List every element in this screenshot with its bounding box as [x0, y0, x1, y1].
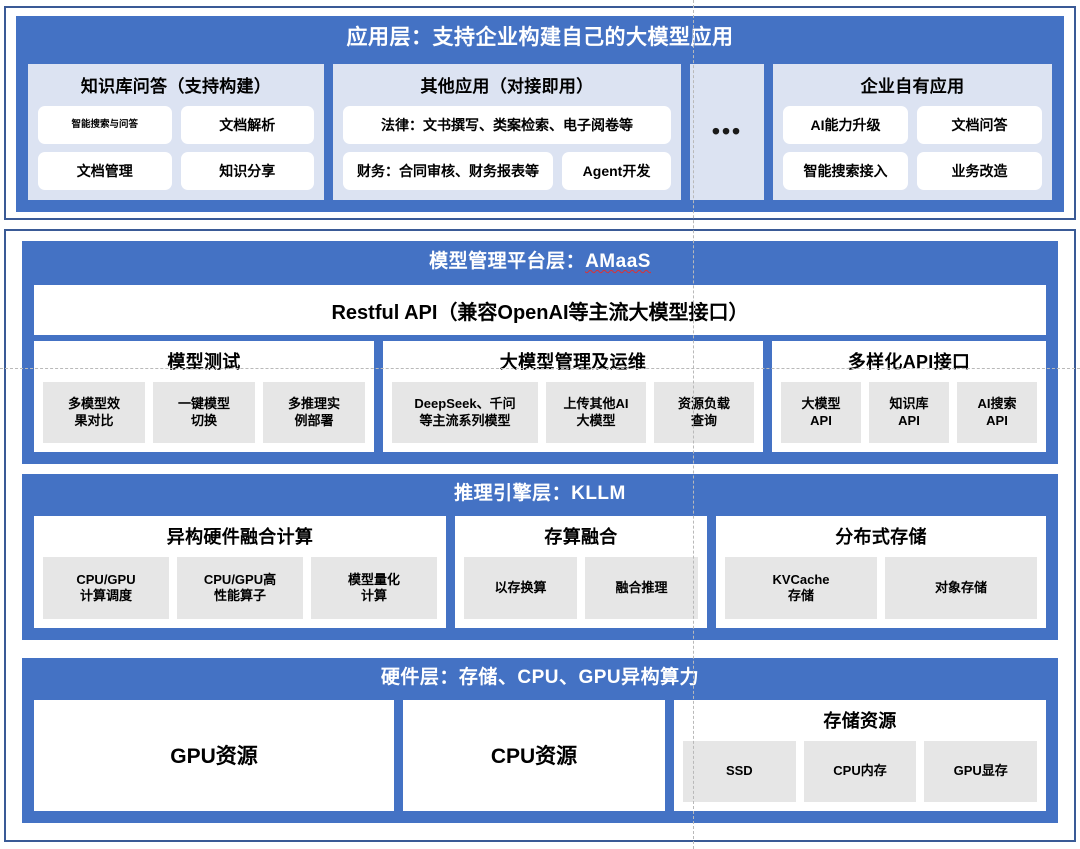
app-column-other-applications[interactable]: 其他应用（对接即用） 法律：文书撰写、类案检索、电子阅卷等 财务：合同审核、财务… — [333, 64, 681, 200]
card-storage-compute-fusion[interactable]: 存算融合 以存换算 融合推理 — [455, 516, 707, 628]
chip-model-quantization-compute[interactable]: 模型量化 计算 — [311, 557, 437, 619]
model-platform-title-prefix: 模型管理平台层： — [429, 251, 586, 272]
application-layer-title: 应用层：支持企业构建自己的大模型应用 — [346, 26, 734, 49]
chip-knowledge-base-api[interactable]: 知识库 API — [869, 382, 949, 443]
chip-gpu-vram[interactable]: GPU显存 — [924, 741, 1038, 802]
model-platform-layer-panel: 模型管理平台层：AMaaS Restful API（兼容OpenAI等主流大模型… — [22, 241, 1058, 464]
app-chip-ai-capability-upgrade[interactable]: AI能力升级 — [783, 106, 908, 144]
chip-row: 大模型 API 知识库 API AI搜索 API — [781, 382, 1037, 443]
app-chip-agent-development[interactable]: Agent开发 — [562, 152, 671, 190]
app-chip-row: 法律：文书撰写、类案检索、电子阅卷等 — [343, 106, 671, 144]
app-chip-row: AI能力升级 文档问答 — [783, 106, 1042, 144]
card-title-distributed-storage: 分布式存储 — [835, 527, 927, 547]
label-cpu-resource: CPU资源 — [490, 744, 578, 768]
chip-multi-model-comparison[interactable]: 多模型效 果对比 — [43, 382, 145, 443]
card-diverse-api[interactable]: 多样化API接口 大模型 API 知识库 API AI搜索 API — [772, 341, 1046, 452]
app-chip-finance[interactable]: 财务：合同审核、财务报表等 — [343, 152, 553, 190]
chip-upload-other-ai-models[interactable]: 上传其他AI 大模型 — [546, 382, 646, 443]
card-title-model-test: 模型测试 — [167, 352, 241, 372]
chip-storage-for-compute[interactable]: 以存换算 — [464, 557, 577, 619]
chip-cpu-memory[interactable]: CPU内存 — [803, 741, 917, 802]
application-layer-panel: 应用层：支持企业构建自己的大模型应用 知识库问答（支持构建） 智能搜索与问答 文… — [16, 16, 1064, 212]
chip-cpu-gpu-scheduling[interactable]: CPU/GPU 计算调度 — [43, 557, 169, 619]
chip-ai-search-api[interactable]: AI搜索 API — [957, 382, 1037, 443]
app-column-title-other-applications: 其他应用（对接即用） — [420, 77, 594, 96]
app-chip-legal[interactable]: 法律：文书撰写、类案检索、电子阅卷等 — [343, 106, 671, 144]
chip-row: CPU/GPU 计算调度 CPU/GPU高 性能算子 模型量化 计算 — [43, 557, 437, 619]
chip-row: 以存换算 融合推理 — [464, 557, 698, 619]
app-chip-smart-search-qa[interactable]: 智能搜索与问答 — [38, 106, 172, 144]
chip-fusion-inference[interactable]: 融合推理 — [585, 557, 698, 619]
model-platform-title-amaas: AMaaS — [585, 251, 651, 272]
model-platform-layer-title: 模型管理平台层：AMaaS — [22, 241, 1058, 283]
chip-resource-load-query[interactable]: 资源负载 查询 — [654, 382, 754, 443]
chip-ssd[interactable]: SSD — [683, 741, 796, 802]
app-chip-document-parsing[interactable]: 文档解析 — [180, 106, 314, 144]
app-chip-row: 财务：合同审核、财务报表等 Agent开发 — [343, 152, 671, 190]
restful-api-bar[interactable]: Restful API（兼容OpenAI等主流大模型接口） — [34, 285, 1046, 335]
app-chip-row: 文档管理 知识分享 — [38, 152, 314, 190]
chip-multi-inference-instance-deploy[interactable]: 多推理实 例部署 — [263, 382, 365, 443]
ellipsis-icon: ••• — [711, 118, 743, 144]
card-title-storage-compute-fusion: 存算融合 — [544, 527, 618, 547]
card-title-heterogeneous-compute: 异构硬件融合计算 — [166, 527, 314, 547]
app-column-title-enterprise-own: 企业自有应用 — [860, 77, 965, 96]
card-storage-resource[interactable]: 存储资源 SSD CPU内存 GPU显存 — [674, 700, 1046, 811]
app-chip-smart-search-access[interactable]: 智能搜索接入 — [783, 152, 908, 190]
chip-row: DeepSeek、千问 等主流系列模型 上传其他AI 大模型 资源负载 查询 — [392, 382, 754, 443]
hardware-layer-title: 硬件层：存储、CPU、GPU异构算力 — [380, 667, 700, 688]
app-chip-knowledge-sharing[interactable]: 知识分享 — [180, 152, 314, 190]
chip-mainstream-models[interactable]: DeepSeek、千问 等主流系列模型 — [392, 382, 538, 443]
card-model-management-ops[interactable]: 大模型管理及运维 DeepSeek、千问 等主流系列模型 上传其他AI 大模型 … — [383, 341, 763, 452]
model-platform-cards: 模型测试 多模型效 果对比 一键模型 切换 多推理实 例部署 大模型管理及运维 … — [34, 341, 1046, 452]
app-chip-row: 智能搜索接入 业务改造 — [783, 152, 1042, 190]
app-column-knowledge-base[interactable]: 知识库问答（支持构建） 智能搜索与问答 文档解析 文档管理 知识分享 — [28, 64, 324, 200]
inference-engine-layer-title: 推理引擎层：KLLM — [454, 483, 626, 504]
inference-engine-layer-panel: 推理引擎层：KLLM 异构硬件融合计算 CPU/GPU 计算调度 CPU/GPU… — [22, 474, 1058, 640]
app-column-ellipsis: ••• — [690, 64, 764, 200]
chip-cpu-gpu-high-performance-operator[interactable]: CPU/GPU高 性能算子 — [177, 557, 303, 619]
chip-object-storage[interactable]: 对象存储 — [885, 557, 1037, 619]
card-title-model-management-ops: 大模型管理及运维 — [499, 352, 647, 372]
card-distributed-storage[interactable]: 分布式存储 KVCache 存储 对象存储 — [716, 516, 1046, 628]
app-chip-business-transformation[interactable]: 业务改造 — [917, 152, 1042, 190]
inference-engine-cards: 异构硬件融合计算 CPU/GPU 计算调度 CPU/GPU高 性能算子 模型量化… — [34, 516, 1046, 628]
app-column-title-knowledge-base: 知识库问答（支持构建） — [80, 77, 272, 96]
hardware-cards: GPU资源 CPU资源 存储资源 SSD CPU内存 GPU显存 — [34, 700, 1046, 811]
card-heterogeneous-compute[interactable]: 异构硬件融合计算 CPU/GPU 计算调度 CPU/GPU高 性能算子 模型量化… — [34, 516, 446, 628]
card-title-storage-resource: 存储资源 — [823, 711, 897, 731]
chip-large-model-api[interactable]: 大模型 API — [781, 382, 861, 443]
app-chip-document-management[interactable]: 文档管理 — [38, 152, 172, 190]
app-chip-document-qa[interactable]: 文档问答 — [917, 106, 1042, 144]
card-cpu-resource[interactable]: CPU资源 — [403, 700, 665, 811]
chip-row: 多模型效 果对比 一键模型 切换 多推理实 例部署 — [43, 382, 365, 443]
card-title-diverse-api: 多样化API接口 — [847, 352, 971, 372]
card-model-test[interactable]: 模型测试 多模型效 果对比 一键模型 切换 多推理实 例部署 — [34, 341, 374, 452]
chip-kvcache-storage[interactable]: KVCache 存储 — [725, 557, 877, 619]
app-column-enterprise-own[interactable]: 企业自有应用 AI能力升级 文档问答 智能搜索接入 业务改造 — [773, 64, 1052, 200]
app-chip-row: 智能搜索与问答 文档解析 — [38, 106, 314, 144]
chip-row: KVCache 存储 对象存储 — [725, 557, 1037, 619]
chip-one-click-model-switch[interactable]: 一键模型 切换 — [153, 382, 255, 443]
card-gpu-resource[interactable]: GPU资源 — [34, 700, 394, 811]
label-gpu-resource: GPU资源 — [170, 744, 258, 768]
chip-row: SSD CPU内存 GPU显存 — [683, 741, 1038, 802]
hardware-layer-panel: 硬件层：存储、CPU、GPU异构算力 GPU资源 CPU资源 存储资源 SSD … — [22, 658, 1058, 823]
application-columns: 知识库问答（支持构建） 智能搜索与问答 文档解析 文档管理 知识分享 其他应用（… — [28, 64, 1052, 200]
